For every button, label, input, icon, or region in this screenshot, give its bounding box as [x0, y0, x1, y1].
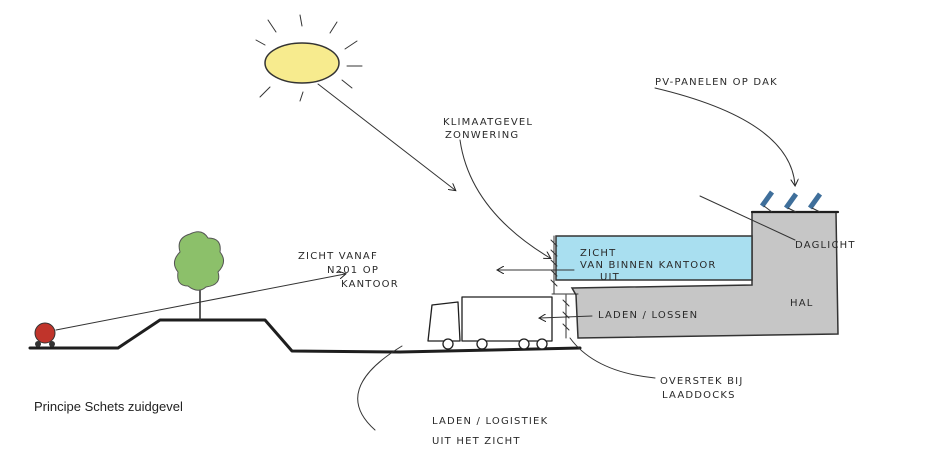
pv-panels-label: PV-panelen op dak — [655, 77, 778, 88]
sun-icon — [255, 14, 363, 102]
car-icon — [34, 322, 56, 347]
overhang-label-2: laaddocks — [662, 390, 736, 401]
view-label-3: kantoor — [341, 279, 399, 290]
logistics-label-2: uit het zicht — [432, 436, 521, 447]
ground-line — [28, 318, 582, 354]
pv-panels-icon — [759, 190, 823, 213]
view-label-2: N201 op — [327, 265, 379, 276]
office-volume — [555, 235, 753, 281]
loading-label: Laden / lossen — [598, 310, 698, 321]
inside-view-label-1: Zicht — [580, 248, 616, 259]
truck-icon — [427, 296, 553, 350]
tree-icon — [174, 231, 224, 320]
diagram-caption: Principe Schets zuidgevel — [34, 399, 183, 414]
inside-view-label-3: uit — [600, 272, 620, 283]
view-label-1: Zicht vanaf — [298, 251, 378, 262]
hall-label: Hal — [790, 298, 814, 309]
inside-view-label-2: van binnen kantoor — [580, 260, 717, 271]
sunlight-arrow — [317, 83, 455, 190]
climate-facade-label-1: Klimaatgevel — [443, 117, 533, 128]
sight-line — [55, 274, 345, 331]
daylight-label: Daglicht — [795, 240, 856, 251]
climate-facade — [550, 235, 570, 339]
logistics-label-1: Laden / logistiek — [432, 416, 548, 427]
overhang-label-1: Overstek bij — [660, 376, 743, 387]
climate-facade-label-2: zonwering — [445, 130, 519, 141]
